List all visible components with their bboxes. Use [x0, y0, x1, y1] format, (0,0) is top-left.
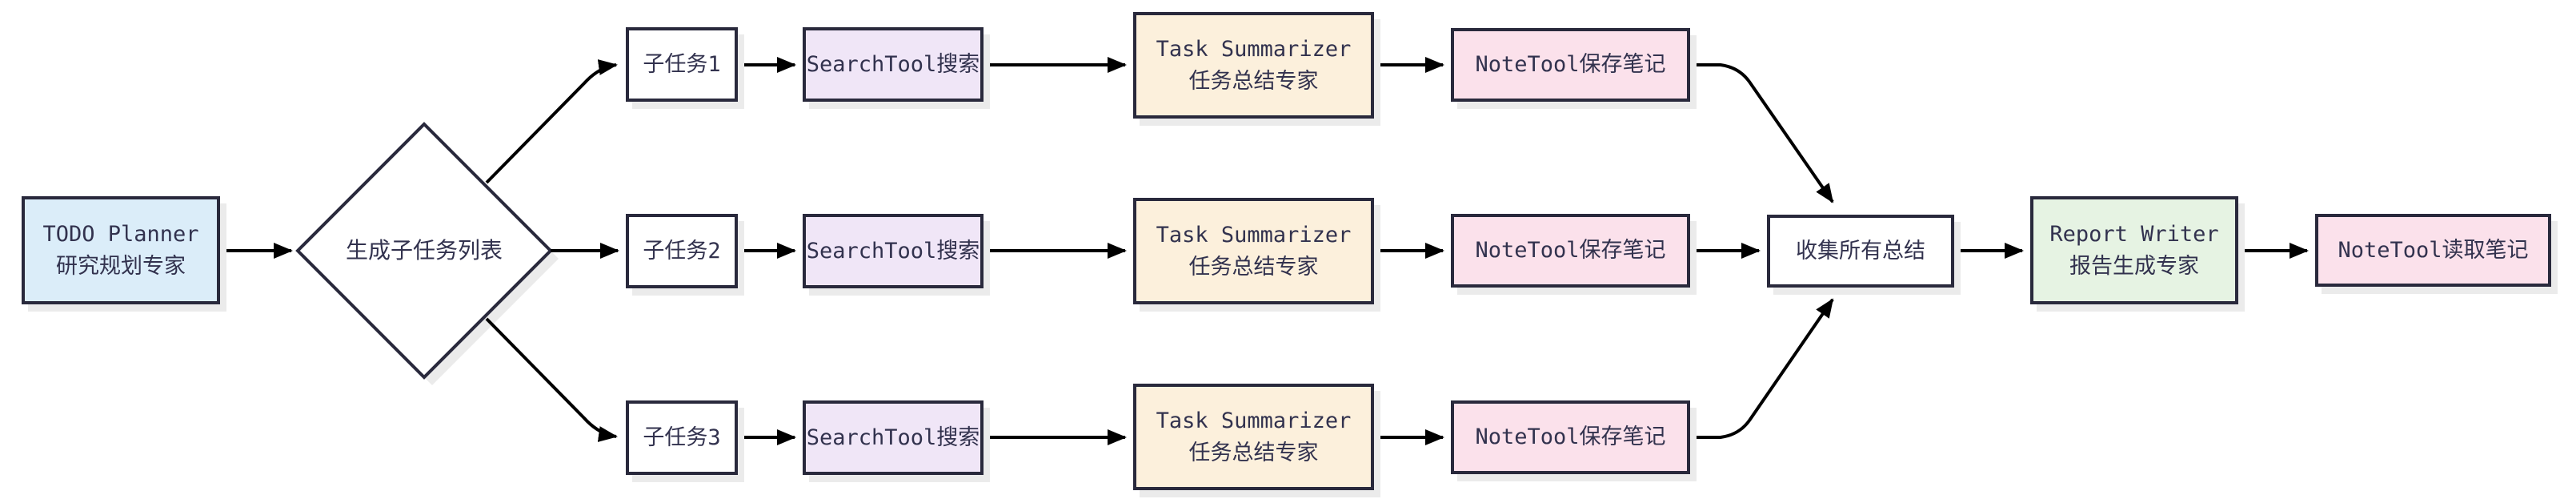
node-task-summarizer-1: Task Summarizer 任务总结专家	[1133, 12, 1374, 119]
node-task-summarizer-1-subtitle: 任务总结专家	[1188, 68, 1319, 94]
node-task-summarizer-3-subtitle: 任务总结专家	[1188, 440, 1319, 465]
edge-diamond-to-subtask3	[485, 317, 618, 442]
node-notetool-save-3: NoteTool保存笔记	[1451, 400, 1690, 474]
node-todo-planner-title: TODO Planner	[42, 221, 199, 247]
node-task-summarizer-3: Task Summarizer 任务总结专家	[1133, 384, 1374, 490]
node-todo-planner-subtitle: 研究规划专家	[56, 253, 186, 279]
node-notetool-save-2-label: NoteTool保存笔记	[1475, 238, 1666, 263]
node-task-summarizer-2-subtitle: 任务总结专家	[1188, 254, 1319, 280]
node-collect-summaries-label: 收集所有总结	[1796, 238, 1925, 264]
node-searchtool-1: SearchTool搜索	[803, 27, 984, 102]
node-notetool-read-label: NoteTool读取笔记	[2338, 237, 2529, 263]
node-subtask-1-label: 子任务1	[643, 51, 721, 77]
node-searchtool-2-label: SearchTool搜索	[806, 238, 980, 264]
edge-diamond-to-subtask1	[485, 59, 618, 184]
node-todo-planner: TODO Planner 研究规划专家	[22, 196, 220, 304]
node-subtask-3: 子任务3	[626, 400, 738, 475]
node-collect-summaries: 收集所有总结	[1767, 215, 1954, 288]
node-subtask-3-label: 子任务3	[643, 425, 721, 450]
node-report-writer-subtitle: 报告生成专家	[2069, 253, 2199, 279]
node-searchtool-2: SearchTool搜索	[803, 214, 984, 288]
node-subtask-1: 子任务1	[626, 27, 738, 102]
node-report-writer: Report Writer 报告生成专家	[2030, 196, 2238, 304]
node-notetool-save-1-label: NoteTool保存笔记	[1475, 52, 1666, 77]
node-notetool-save-1: NoteTool保存笔记	[1451, 28, 1690, 102]
edge-note3-to-collect	[1690, 298, 1834, 439]
node-notetool-save-3-label: NoteTool保存笔记	[1475, 425, 1666, 449]
node-report-writer-title: Report Writer	[2049, 221, 2219, 247]
node-searchtool-3: SearchTool搜索	[803, 400, 984, 475]
node-task-summarizer-2: Task Summarizer 任务总结专家	[1133, 198, 1374, 304]
node-searchtool-3-label: SearchTool搜索	[806, 425, 980, 450]
edge-note1-to-collect	[1690, 63, 1834, 203]
node-generate-subtask-list: 生成子任务列表	[345, 237, 503, 264]
node-notetool-save-2: NoteTool保存笔记	[1451, 214, 1690, 288]
node-task-summarizer-2-title: Task Summarizer	[1156, 222, 1352, 247]
node-notetool-read: NoteTool读取笔记	[2315, 214, 2551, 287]
node-searchtool-1-label: SearchTool搜索	[806, 51, 980, 77]
node-task-summarizer-1-title: Task Summarizer	[1156, 36, 1352, 62]
node-task-summarizer-3-title: Task Summarizer	[1156, 408, 1352, 433]
node-subtask-2: 子任务2	[626, 214, 738, 288]
node-subtask-2-label: 子任务2	[643, 238, 721, 264]
